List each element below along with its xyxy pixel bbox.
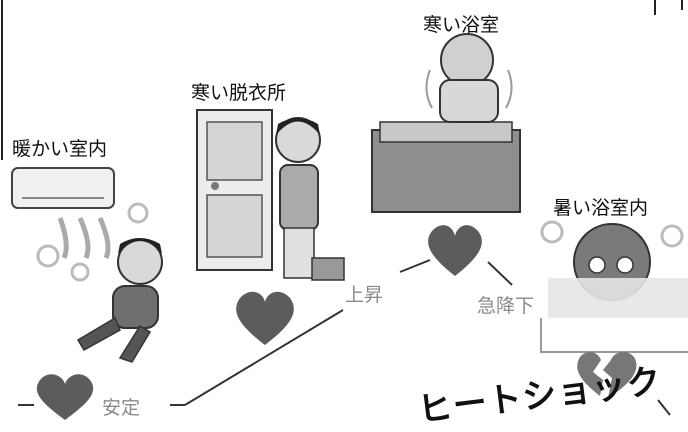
bathtub-icon <box>371 121 521 213</box>
flow-line <box>657 399 671 416</box>
warm-room-label: 暖かい室内 <box>12 138 108 160</box>
sharp-drop-label: 急降下 <box>477 295 535 317</box>
overheated-elder-icon <box>540 220 688 318</box>
heart-icon <box>36 374 94 420</box>
bracket-line <box>540 318 688 353</box>
stable-label: 安定 <box>102 397 141 419</box>
flow-line <box>487 261 513 286</box>
broken-heart-icon <box>577 351 637 398</box>
flow-line <box>184 309 344 406</box>
flow-line <box>399 259 431 273</box>
rise-label: 上昇 <box>345 284 384 306</box>
relaxed-boy-icon <box>36 202 163 363</box>
hot-bathroom-label: 暑い浴室内 <box>553 197 649 219</box>
shivering-elder-icon <box>425 33 513 123</box>
cold-dressing-room-label: 寒い脱衣所 <box>191 82 287 104</box>
heart-icon <box>428 225 482 276</box>
heart-icon <box>236 291 294 345</box>
cold-bathroom-label: 寒い浴室 <box>423 14 500 36</box>
door-icon <box>196 109 273 271</box>
undressing-boy-icon <box>275 117 345 281</box>
air-conditioner-icon <box>11 167 115 260</box>
